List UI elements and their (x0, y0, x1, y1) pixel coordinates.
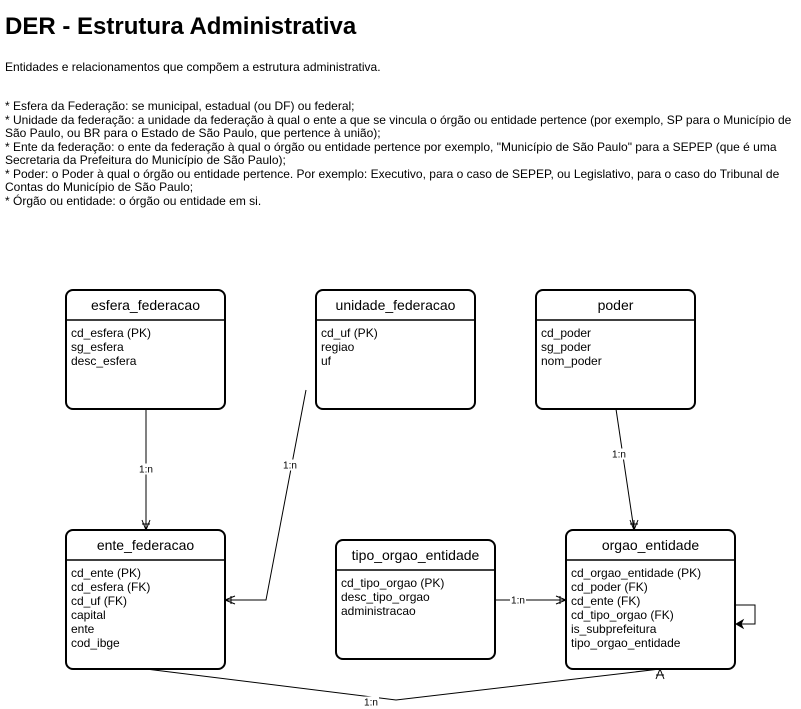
entity-attribute: cd_esfera (FK) (71, 580, 150, 594)
entity-attribute: cd_poder (FK) (571, 580, 648, 594)
entity-box (65, 529, 226, 670)
cardinality-label: 1:n (138, 463, 154, 476)
entity-title: ente_federacao (97, 537, 195, 553)
entity-title: esfera_federacao (91, 297, 200, 313)
note-poder: * Poder: o Poder à qual o órgão ou entid… (5, 166, 780, 194)
entity-title: unidade_federacao (336, 297, 456, 313)
page-subtitle: Entidades e relacionamentos que compõem … (5, 60, 381, 74)
entity-attribute: cd_ente (FK) (571, 594, 640, 608)
entity-attribute: cd_uf (FK) (71, 594, 127, 608)
entity-attribute: cd_tipo_orgao (PK) (341, 576, 444, 590)
entity-attribute: cd_esfera (PK) (71, 326, 151, 340)
cardinality-text: 1:n (139, 465, 153, 476)
entity-attribute: desc_esfera (71, 354, 137, 368)
entity-esfera-federacao: esfera_federacao cd_esfera (PK)sg_esferad… (65, 289, 226, 410)
relationship-lines (141, 389, 756, 701)
label-background (611, 448, 627, 460)
entity-attribute: sg_esfera (71, 340, 124, 354)
entity-title: orgao_entidade (602, 537, 700, 553)
entity-orgao-entidade: orgao_entidade cd_orgao_entidade (PK)cd_p… (565, 529, 736, 670)
entity-title: tipo_orgao_entidade (352, 547, 480, 563)
relationship-poder-orgao (615, 408, 639, 532)
relationship-ente-orgao (145, 667, 665, 701)
cardinality-text: 1:n (283, 461, 297, 472)
note-unidade: * Unidade da federação: a unidade da fed… (5, 112, 792, 140)
entity-attribute: ente (71, 622, 95, 636)
entity-attribute: cod_ibge (71, 636, 120, 650)
relationship-line (615, 408, 635, 531)
entity-box (565, 529, 736, 670)
note-esfera: * Esfera da Federação: se municipal, est… (5, 99, 355, 113)
cardinality-label: 1:n (510, 594, 526, 607)
entity-attribute: nom_poder (541, 354, 602, 368)
note-ente: * Ente da federação: o ente da federação… (5, 139, 777, 167)
relationship-line (735, 604, 756, 625)
entity-attribute: cd_orgao_entidade (PK) (571, 566, 701, 580)
entity-attribute: desc_tipo_orgao (341, 590, 430, 604)
entity-title: poder (598, 297, 634, 313)
relationship-line (145, 668, 661, 701)
cardinality-text: 1:n (612, 450, 626, 461)
label-background (363, 696, 379, 708)
entity-attribute: tipo_orgao_entidade (571, 636, 681, 650)
entity-attribute: administracao (341, 604, 416, 618)
cardinality-text: 1:n (511, 596, 525, 607)
label-background (282, 459, 298, 471)
relationship-line (225, 389, 307, 601)
relationship-tipo-orgao (495, 595, 568, 605)
entity-tipo-orgao-entidade: tipo_orgao_entidade cd_tipo_orgao (PK)des… (335, 539, 496, 660)
entity-ente-federacao: ente_federacao cd_ente (PK)cd_esfera (FK)… (65, 529, 226, 670)
entity-attribute: cd_poder (541, 326, 591, 340)
relationship-uf-ente (223, 389, 307, 605)
page-title: DER - Estrutura Administrativa (5, 13, 357, 40)
cardinality-text: 1:n (364, 698, 378, 709)
cardinality-label: 1:n (363, 696, 379, 709)
notes-list: * Esfera da Federação: se municipal, est… (5, 99, 795, 208)
label-background (510, 594, 526, 606)
crow-foot-marker (629, 519, 639, 532)
relationship-orgao-self (734, 604, 756, 630)
crow-foot-marker (655, 667, 665, 680)
cardinality-label: 1:n (611, 448, 627, 461)
entity-attribute: capital (71, 608, 106, 622)
crow-foot-marker (141, 519, 151, 532)
entity-attribute: sg_poder (541, 340, 591, 354)
entity-attribute: cd_tipo_orgao (FK) (571, 608, 674, 622)
entity-attribute: uf (321, 354, 332, 368)
entity-attribute: is_subprefeitura (571, 622, 657, 636)
arrow-head-icon (734, 618, 745, 630)
label-background (138, 463, 154, 475)
entity-attribute: cd_uf (PK) (321, 326, 378, 340)
entity-attribute: cd_ente (PK) (71, 566, 141, 580)
note-orgao: * Órgão ou entidade: o órgão ou entidade… (5, 193, 262, 208)
cardinality-label: 1:n (282, 459, 298, 472)
entity-attribute: regiao (321, 340, 355, 354)
cardinality-labels: 1:n 1:n 1:n 1:n 1:n (138, 448, 627, 709)
